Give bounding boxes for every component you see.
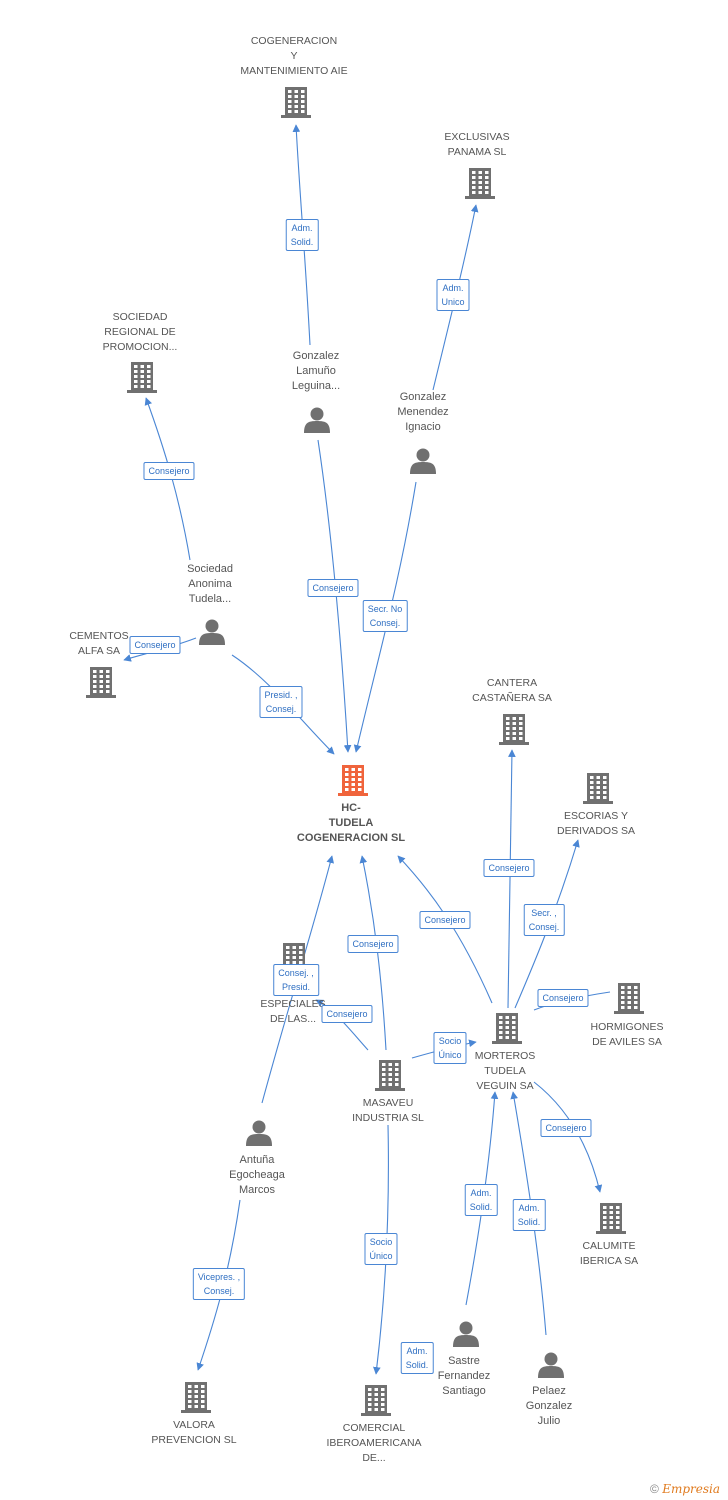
edge-label-e1[interactable]: Adm. Solid. — [285, 219, 319, 251]
node-label-hormigones[interactable]: HORMIGONES DE AVILES SA — [590, 1021, 664, 1048]
node-label-sociedad_regional[interactable]: SOCIEDAD REGIONAL DE PROMOCION... — [102, 311, 178, 353]
node-label-cantera[interactable]: CANTERA CASTAÑERA SA — [472, 677, 552, 704]
gonzalez_lamuno-person-icon — [304, 407, 330, 433]
gonzalez_menendez-person-icon — [410, 448, 436, 474]
edge-e8 — [507, 749, 516, 1009]
edge-label-e2[interactable]: Adm. Unico — [436, 279, 470, 311]
node-label-morteros[interactable]: MORTEROS TUDELA VEGUIN SA — [474, 1050, 536, 1092]
edge-label-e20[interactable]: Socio Único — [364, 1233, 398, 1265]
edge-label-e5[interactable]: Secr. No Consej. — [362, 600, 408, 632]
node-label-cogen_mant[interactable]: COGENERACION Y MANTENIMIENTO AIE — [240, 35, 348, 77]
edge-label-e11[interactable]: Consejero — [537, 989, 589, 1007]
edge-label-e13[interactable]: Consejero — [321, 1005, 373, 1023]
hc_tudela-building-icon — [338, 765, 368, 796]
node-label-exclusivas[interactable]: EXCLUSIVAS PANAMA SL — [444, 131, 510, 158]
hormigones-building-icon — [614, 983, 644, 1014]
node-label-gonzalez_menendez[interactable]: Gonzalez Menendez Ignacio — [397, 391, 449, 433]
node-label-comercial[interactable]: COMERCIAL IBEROAMERICANA DE... — [326, 1422, 422, 1464]
masaveu-building-icon — [375, 1060, 405, 1091]
edge-label-e19[interactable]: Vicepres. , Consej. — [192, 1268, 246, 1300]
edge-e16 — [533, 1081, 603, 1193]
escorias-building-icon — [583, 773, 613, 804]
edge-label-e3[interactable]: Consejero — [143, 462, 195, 480]
edge-label-e14[interactable]: Consejero — [347, 935, 399, 953]
cogen_mant-building-icon — [281, 87, 311, 118]
sociedad_regional-building-icon — [127, 362, 157, 393]
edge-e4 — [317, 439, 352, 753]
sastre-person-icon — [453, 1321, 479, 1347]
edge-label-e12[interactable]: Consej. , Presid. — [273, 964, 319, 996]
edge-e10 — [397, 855, 493, 1004]
edge-label-e10[interactable]: Consejero — [419, 911, 471, 929]
cementos_alfa-building-icon — [86, 667, 116, 698]
node-label-escorias[interactable]: ESCORIAS Y DERIVADOS SA — [557, 810, 635, 837]
node-label-valora[interactable]: VALORA PREVENCION SL — [151, 1419, 237, 1446]
edge-label-e15[interactable]: Socio Único — [433, 1032, 467, 1064]
copyright-symbol: © — [650, 1482, 659, 1496]
node-label-masaveu[interactable]: MASAVEU INDUSTRIA SL — [352, 1097, 424, 1124]
edge-label-e21[interactable]: Adm. Solid. — [400, 1342, 434, 1374]
edge-label-e7[interactable]: Presid. , Consej. — [259, 686, 303, 718]
node-label-gonzalez_lamuno[interactable]: Gonzalez Lamuño Leguina... — [291, 350, 341, 392]
node-label-cementos_alfa[interactable]: CEMENTOS ALFA SA — [69, 630, 129, 657]
footer: © Empresia — [650, 1482, 720, 1496]
edges — [123, 124, 611, 1375]
node-label-sociedad_anonima[interactable]: Sociedad Anonima Tudela... — [187, 563, 233, 605]
calumite-building-icon — [596, 1203, 626, 1234]
comercial-building-icon — [361, 1385, 391, 1416]
pelaez-person-icon — [538, 1352, 564, 1378]
edge-label-e17[interactable]: Adm. Solid. — [464, 1184, 498, 1216]
edge-label-e18[interactable]: Adm. Solid. — [512, 1199, 546, 1231]
node-label-calumite[interactable]: CALUMITE IBERICA SA — [579, 1240, 639, 1267]
node-icons — [86, 87, 644, 1416]
cantera-building-icon — [499, 714, 529, 745]
node-label-pelaez[interactable]: Pelaez Gonzalez Julio — [525, 1385, 573, 1427]
node-label-hc_tudela[interactable]: HC- TUDELA COGENERACION SL — [296, 802, 406, 844]
antuna-person-icon — [246, 1120, 272, 1146]
edge-label-e16[interactable]: Consejero — [540, 1119, 592, 1137]
brand-logo: Empresia — [662, 1482, 720, 1496]
sociedad_anonima-person-icon — [199, 619, 225, 645]
edge-label-e4[interactable]: Consejero — [307, 579, 359, 597]
node-label-antuna[interactable]: Antuña Egocheaga Marcos — [229, 1154, 285, 1196]
edge-label-e6[interactable]: Consejero — [129, 636, 181, 654]
edge-label-e9[interactable]: Secr. , Consej. — [523, 904, 565, 936]
valora-building-icon — [181, 1382, 211, 1413]
node-label-sastre[interactable]: Sastre Fernandez Santiago — [437, 1355, 491, 1397]
morteros-building-icon — [492, 1013, 522, 1044]
exclusivas-building-icon — [465, 168, 495, 199]
edge-label-e8[interactable]: Consejero — [483, 859, 535, 877]
